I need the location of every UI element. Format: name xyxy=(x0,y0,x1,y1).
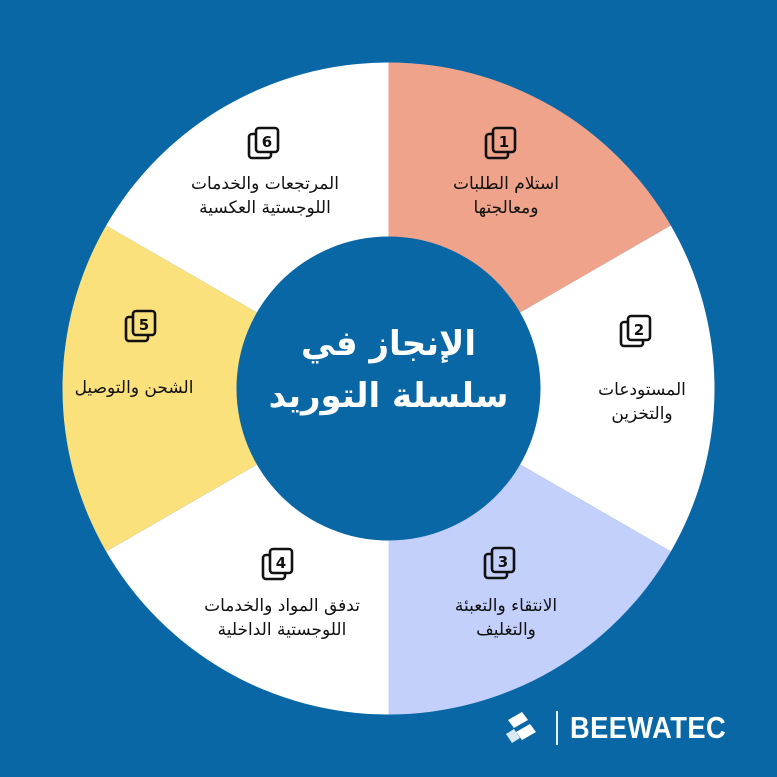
step-label-2: المستودعات والتخزين xyxy=(532,378,752,426)
step-number-icon: 4 xyxy=(259,545,299,585)
svg-text:4: 4 xyxy=(276,554,286,572)
svg-text:5: 5 xyxy=(139,316,149,334)
step-number-icon: 5 xyxy=(122,307,162,347)
svg-text:2: 2 xyxy=(634,321,644,339)
step-number-icon: 1 xyxy=(482,124,522,164)
step-label-line1: الانتقاء والتعبئة xyxy=(454,596,558,616)
step-label-line1: المرتجعات والخدمات xyxy=(191,174,339,194)
step-label-line1: الشحن والتوصيل xyxy=(74,378,194,398)
step-label-line2: اللوجستية العكسية xyxy=(199,198,331,218)
step-number-icon: 2 xyxy=(617,312,657,352)
step-label-line1: المستودعات xyxy=(598,380,686,400)
step-number-icon: 3 xyxy=(481,544,521,584)
step-label-line1: تدفق المواد والخدمات xyxy=(204,596,360,616)
svg-text:3: 3 xyxy=(498,553,508,571)
brand-name: BEEWATEC xyxy=(569,710,726,745)
svg-text:1: 1 xyxy=(499,133,509,151)
step-label-6: المرتجعات والخدمات اللوجستية العكسية xyxy=(155,172,375,220)
step-label-line2: اللوجستية الداخلية xyxy=(217,620,347,640)
wheel-title: الإنجاز في سلسلة التوريد xyxy=(238,318,539,422)
wheel-segment-2 xyxy=(388,225,715,552)
logo-mark-icon xyxy=(505,712,536,743)
step-label-4: تدفق المواد والخدمات اللوجستية الداخلية xyxy=(172,594,392,642)
brand-logo: BEEWATEC xyxy=(504,710,747,746)
step-label-3: الانتقاء والتعبئة والتغليف xyxy=(396,594,616,642)
step-label-1: استلام الطلبات ومعالجتها xyxy=(396,172,616,220)
step-label-line2: والتغليف xyxy=(476,620,536,640)
logo-divider xyxy=(555,711,558,745)
wheel-title-line2: سلسلة التوريد xyxy=(268,376,509,416)
wheel-title-line1: الإنجاز في xyxy=(300,324,477,364)
center-circle xyxy=(236,236,541,541)
step-label-line2: والتخزين xyxy=(611,404,673,424)
svg-text:6: 6 xyxy=(262,133,272,151)
step-label-line1: استلام الطلبات xyxy=(453,174,559,194)
step-label-5: الشحن والتوصيل xyxy=(24,376,244,400)
step-label-line2: ومعالجتها xyxy=(473,198,539,218)
wheel-segment-5 xyxy=(62,225,389,552)
step-number-icon: 6 xyxy=(245,124,285,164)
